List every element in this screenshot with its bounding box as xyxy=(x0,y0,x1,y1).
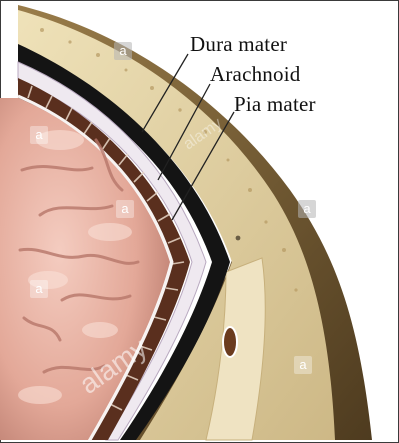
watermark-logo-icon: a xyxy=(114,42,132,60)
watermark-logo-icon: a xyxy=(30,126,48,144)
label-dura-mater: Dura mater xyxy=(190,32,287,57)
watermark-logo-icon: a xyxy=(298,200,316,218)
watermark-logo-icon: a xyxy=(30,280,48,298)
label-arachnoid: Arachnoid xyxy=(210,62,300,87)
label-pia-mater: Pia mater xyxy=(234,92,316,117)
watermark-logo-icon: a xyxy=(294,356,312,374)
watermark-logo-icon: a xyxy=(116,200,134,218)
bone-foramen xyxy=(223,327,237,357)
